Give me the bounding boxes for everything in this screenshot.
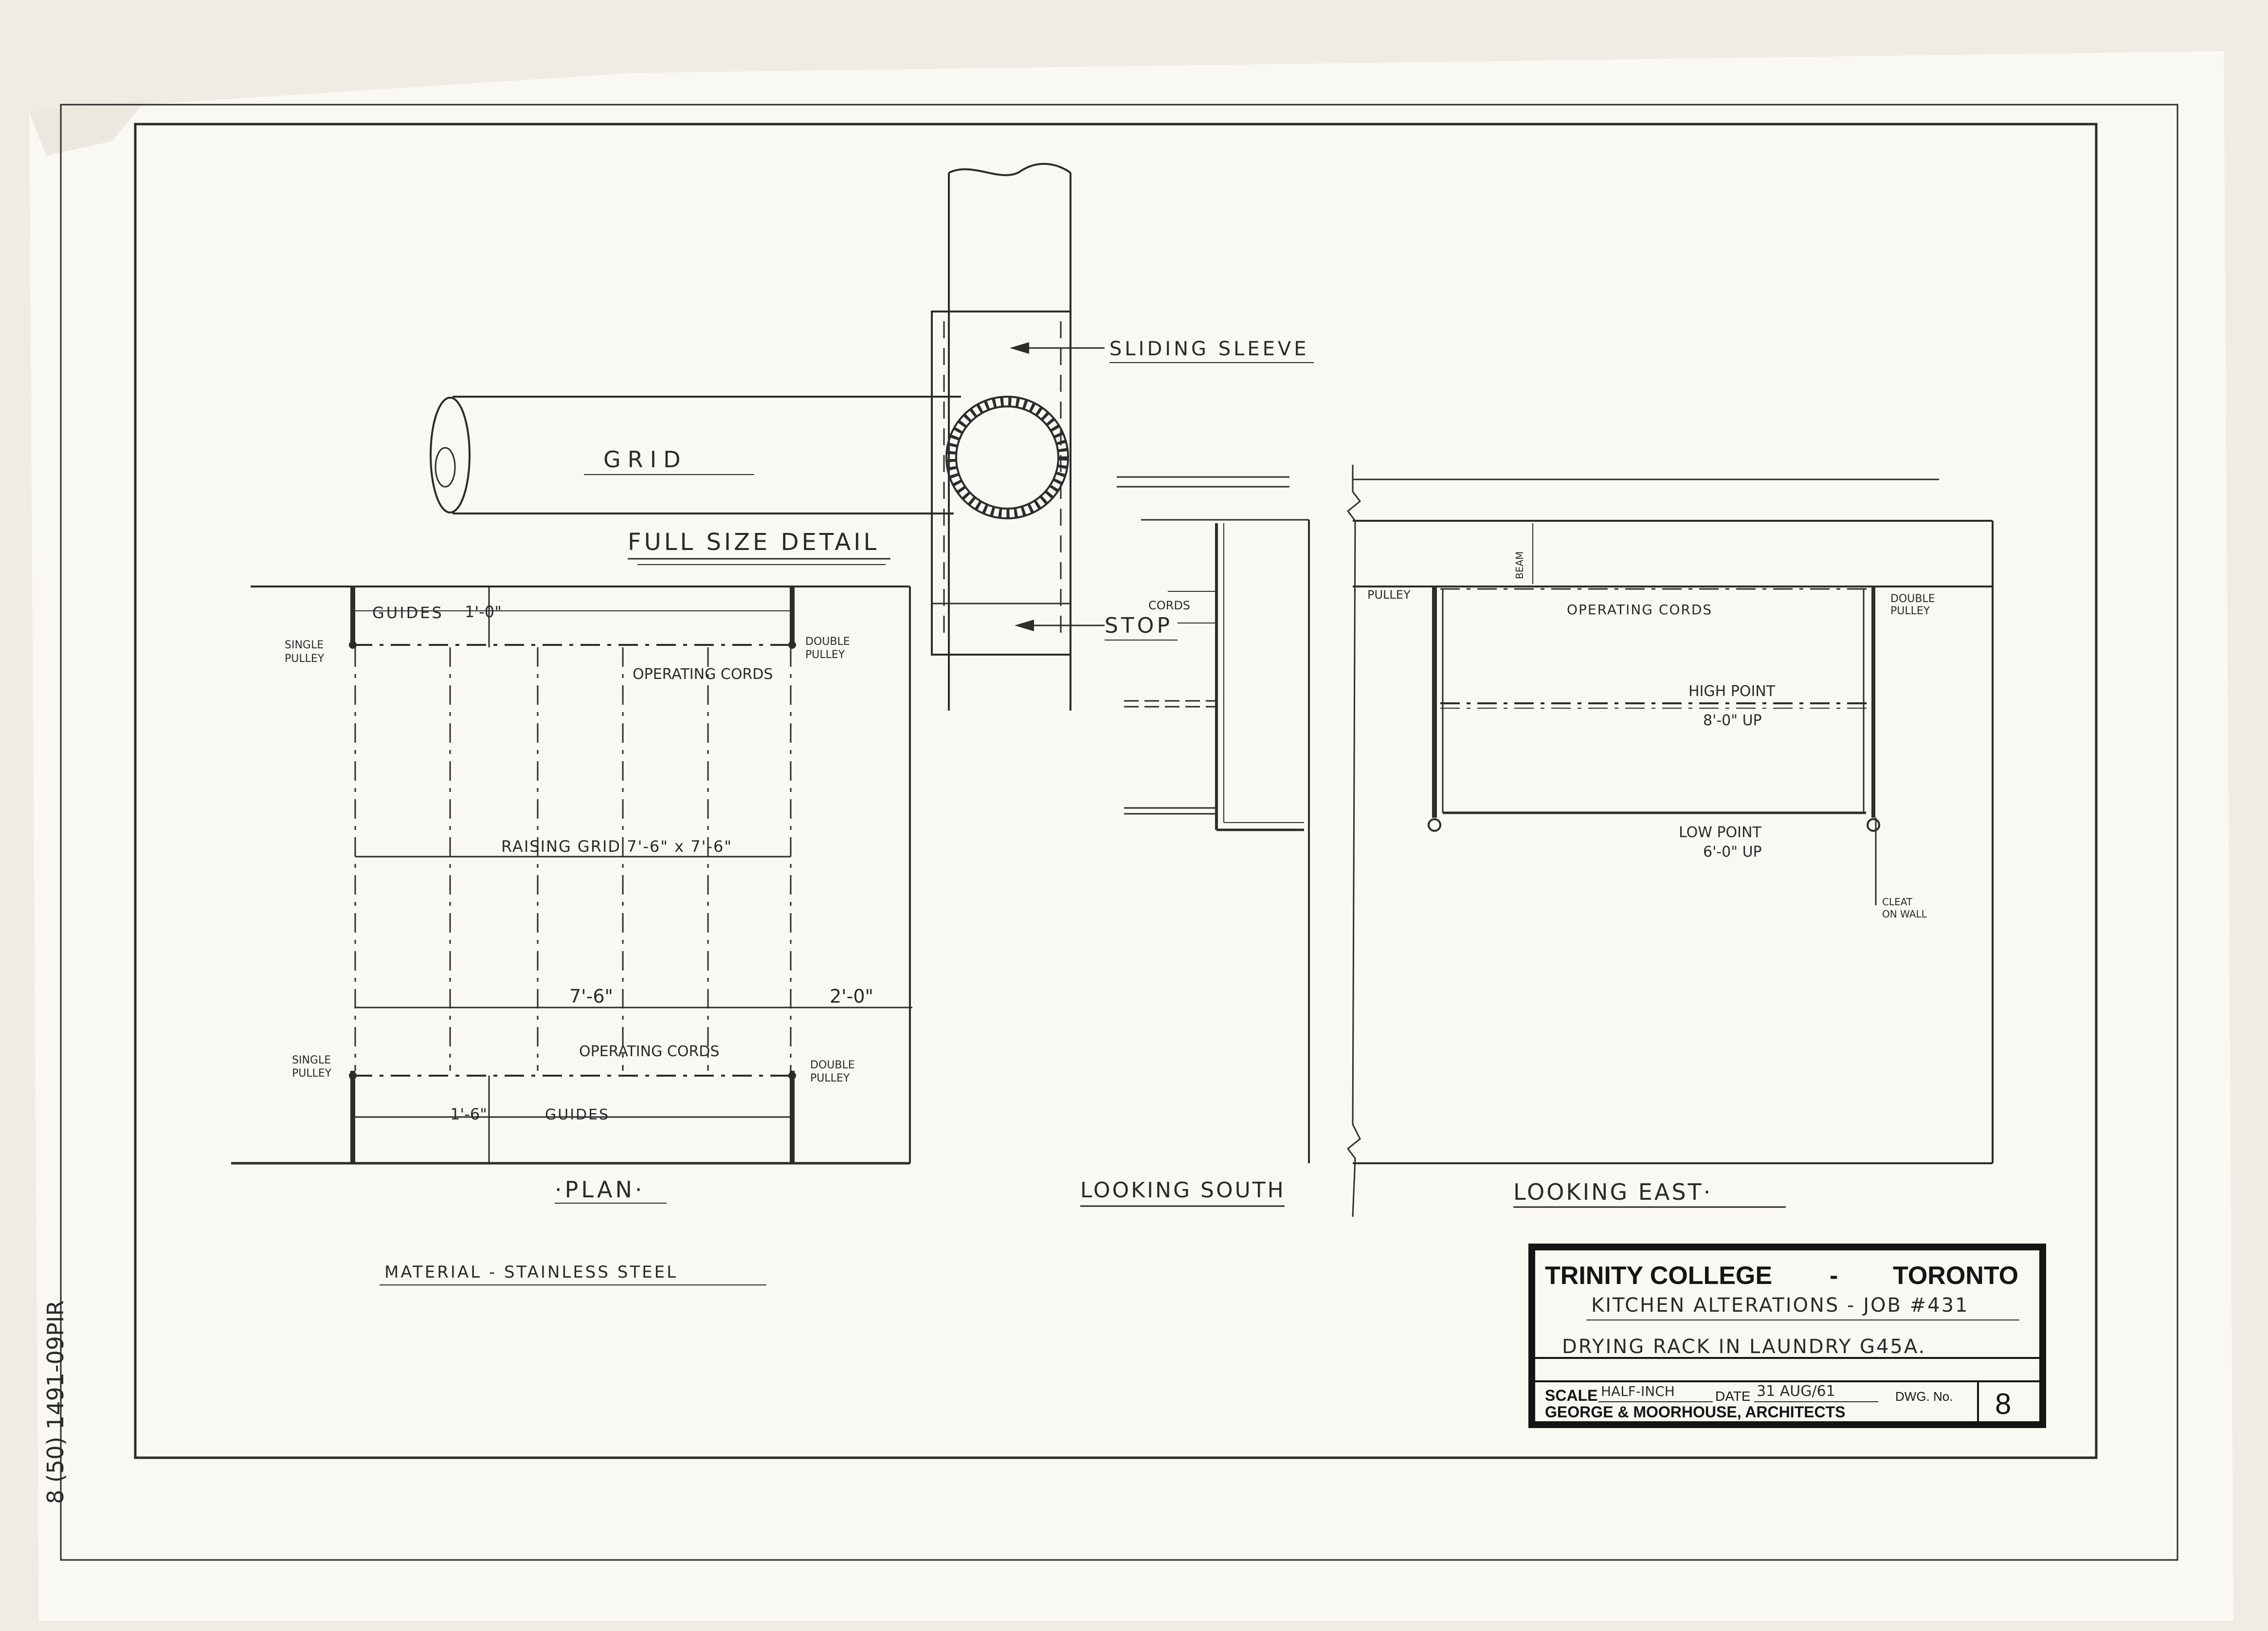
looking-east-cleat-1: CLEAT <box>1882 896 1913 908</box>
plan-dim-width: 7'-6" <box>569 986 613 1007</box>
title-block-institution: TRINITY COLLEGE <box>1545 1262 1772 1290</box>
paper-sheet <box>29 51 2233 1621</box>
title-block-scale-label: SCALE <box>1545 1387 1597 1404</box>
title-block: TRINITY COLLEGE - TORONTO KITCHEN ALTERA… <box>1528 1244 2046 1428</box>
looking-east-pulley: PULLEY <box>1367 588 1411 602</box>
plan-single-pulley-bottom-2: PULLEY <box>292 1067 332 1080</box>
sliding-sleeve-label: SLIDING SLEEVE <box>1109 338 1309 360</box>
title-block-date-value: 31 AUG/61 <box>1757 1383 1835 1400</box>
plan-title: ·PLAN· <box>555 1176 645 1203</box>
plan-operating-cords-bottom: OPERATING CORDS <box>579 1043 719 1060</box>
looking-east-high-point-value: 8'-0" UP <box>1703 712 1762 729</box>
plan-guides-top-label: GUIDES <box>372 604 444 622</box>
looking-east-title: LOOKING EAST· <box>1513 1179 1712 1205</box>
title-block-city: TORONTO <box>1893 1262 2018 1290</box>
title-block-dwg-number: 8 <box>1995 1388 2011 1420</box>
stop-label: STOP <box>1105 613 1173 638</box>
plan-dim-bottom: 1'-6" <box>450 1105 487 1123</box>
outer-border <box>60 104 2178 1561</box>
looking-south-title: LOOKING SOUTH <box>1080 1178 1286 1203</box>
plan-single-pulley-top-2: PULLEY <box>285 653 325 665</box>
tape-corner <box>29 100 146 156</box>
full-size-detail: SLIDING SLEEVE GRID FULL SIZE DETAIL STO… <box>430 163 1314 711</box>
looking-east-double-pulley-1: DOUBLE <box>1890 593 1935 605</box>
plan-dim-side: 2'-0" <box>830 986 873 1007</box>
plan-guides-bottom-label: GUIDES <box>545 1106 610 1123</box>
looking-east-beam: BEAM <box>1514 551 1525 579</box>
plan-double-pulley-top-1: DOUBLE <box>805 636 850 648</box>
plan-single-pulley-bottom-1: SINGLE <box>292 1054 331 1066</box>
grid-label: GRID <box>603 446 688 473</box>
inner-border <box>134 123 2098 1459</box>
title-block-architects: GEORGE & MOORHOUSE, ARCHITECTS <box>1545 1403 1846 1421</box>
material-note: MATERIAL - STAINLESS STEEL <box>384 1263 678 1282</box>
title-block-scale-value: HALF-INCH <box>1601 1383 1675 1399</box>
looking-east-cleat-2: ON WALL <box>1882 908 1927 920</box>
looking-south-cords: CORDS <box>1148 599 1190 612</box>
looking-east-operating-cords: OPERATING CORDS <box>1567 602 1712 618</box>
looking-east-low-point: LOW POINT <box>1679 824 1761 841</box>
plan-raising-grid: RAISING GRID 7'-6" x 7'-6" <box>501 837 732 856</box>
plan-operating-cords-top: OPERATING CORDS <box>633 666 773 683</box>
looking-south-view: CORDS LOOKING SOUTH <box>1080 476 1310 1207</box>
plan-view: GUIDES 1'-0" SINGLE PULLEY DOUBLE PULLEY… <box>231 586 912 1204</box>
plan-double-pulley-bottom-1: DOUBLE <box>810 1059 855 1071</box>
plan-single-pulley-top-1: SINGLE <box>285 639 324 651</box>
title-block-project: KITCHEN ALTERATIONS - JOB #431 <box>1591 1294 1969 1317</box>
plan-dim-top: 1'-0" <box>465 603 502 621</box>
title-block-separator: - <box>1830 1262 1838 1290</box>
title-block-date-label: DATE <box>1715 1389 1751 1404</box>
looking-east-high-point: HIGH POINT <box>1688 683 1776 700</box>
full-size-detail-title: FULL SIZE DETAIL <box>628 529 879 556</box>
plan-double-pulley-top-2: PULLEY <box>805 649 845 661</box>
margin-note: 8 (50) 1491-09PIR <box>42 1301 69 1504</box>
looking-east-low-point-value: 6'-0" UP <box>1703 843 1762 861</box>
looking-east-view: BEAM PULLEY OPERATING CORDS DOUBLE PULLE… <box>1353 478 1994 1208</box>
title-block-subject: DRYING RACK IN LAUNDRY G45A. <box>1562 1336 1926 1358</box>
title-block-dwg-label: DWG. No. <box>1895 1389 1953 1404</box>
plan-double-pulley-bottom-2: PULLEY <box>810 1072 850 1084</box>
break-line <box>1346 465 1361 1217</box>
looking-east-double-pulley-2: PULLEY <box>1890 605 1930 617</box>
